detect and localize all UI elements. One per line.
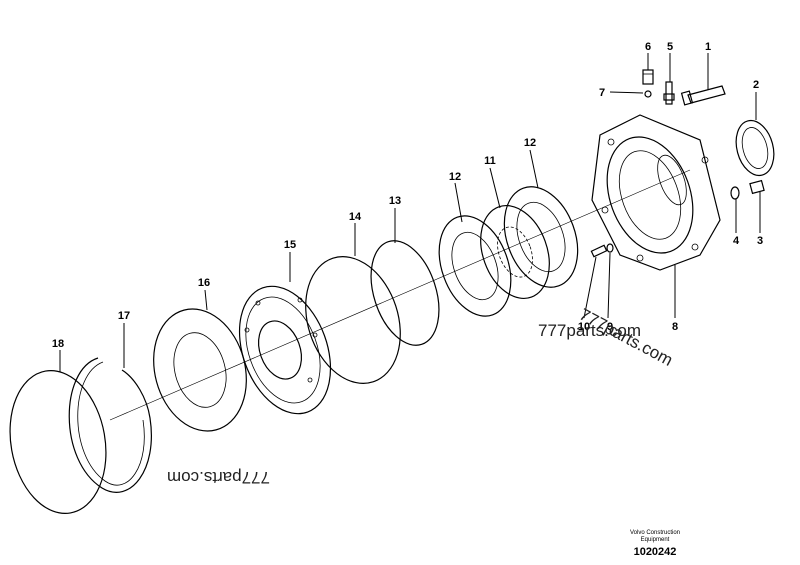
friction-disc-part-12-front	[438, 215, 512, 317]
washer-part-7	[644, 90, 652, 98]
callout-8: 8	[672, 321, 678, 333]
callout-1: 1	[705, 41, 711, 53]
brand-line-1: Volvo Construction	[629, 530, 681, 536]
washer-part-4	[730, 186, 740, 200]
callout-9: 9	[607, 321, 613, 333]
callout-16: 16	[198, 277, 210, 289]
callout-5: 5	[667, 41, 673, 53]
plate-part-16	[153, 308, 247, 432]
assembly-axis	[109, 169, 691, 421]
bolt-part-1	[680, 85, 726, 106]
drawing-footer: Volvo Construction Equipment 1020242	[600, 530, 710, 558]
oring-part-13	[370, 240, 440, 346]
watermark-upside-down-left: 777parts.com	[167, 468, 270, 487]
housing-part-8	[591, 114, 721, 271]
friction-disc-part-12-rear	[503, 186, 579, 288]
callout-7: 7	[599, 87, 605, 99]
seal-part-2	[735, 119, 775, 177]
drawing-number: 1020242	[633, 546, 677, 558]
callout-17: 17	[118, 310, 130, 322]
breather-part-6	[642, 69, 654, 85]
callout-3: 3	[757, 235, 763, 247]
plug-part-3	[749, 179, 765, 195]
piston-part-15	[238, 285, 332, 415]
callout-12-a: 12	[524, 137, 536, 149]
brand-line-2: Equipment	[640, 537, 670, 543]
dowel-part-10	[590, 244, 608, 258]
callout-11: 11	[484, 155, 496, 167]
ring-part-18	[9, 370, 107, 514]
callout-10: 10	[578, 321, 590, 333]
callout-14: 14	[349, 211, 362, 223]
oring-part-14	[305, 256, 401, 384]
separator-disc-part-11	[480, 204, 550, 300]
watermark-center-right: 777parts.com	[538, 321, 641, 340]
oring-part-9	[606, 243, 614, 253]
callout-15: 15	[284, 239, 296, 251]
callout-2: 2	[753, 79, 759, 91]
snap-ring-part-17	[68, 357, 152, 493]
callout-18: 18	[52, 338, 64, 350]
callout-12-b: 12	[449, 171, 461, 183]
callout-6: 6	[645, 41, 651, 53]
callout-4: 4	[733, 235, 740, 247]
fitting-part-5	[663, 81, 675, 105]
callout-13: 13	[389, 195, 401, 207]
leader-lines	[59, 53, 761, 372]
